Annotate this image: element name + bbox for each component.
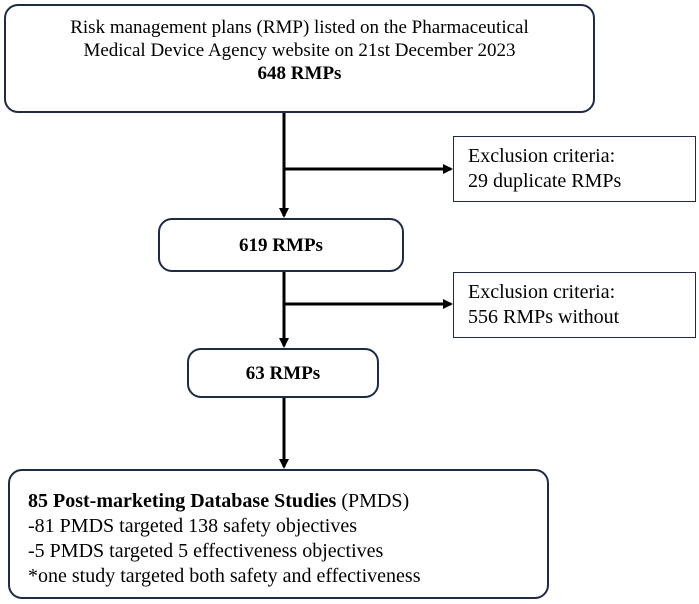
pmds-title-rest: (PMDS)	[336, 490, 410, 512]
pmds-title: 85 Post-marketing Database Studies (PMDS…	[28, 489, 547, 514]
box-63-rmps: 63 RMPs	[187, 348, 379, 398]
pmds-title-bold: 85 Post-marketing Database Studies	[28, 490, 337, 512]
source-line-2: Medical Device Agency website on 21st De…	[83, 40, 516, 61]
pmds-item: -81 PMDS targeted 138 safety objectives	[28, 515, 358, 537]
box-source-rmps: Risk management plans (RMP) listed on th…	[4, 4, 595, 113]
box-619-rmps: 619 RMPs	[158, 218, 404, 272]
exclusion-2-detail: 556 RMPs without	[468, 306, 620, 328]
count-619: 619 RMPs	[239, 235, 323, 256]
source-line-1: Risk management plans (RMP) listed on th…	[70, 17, 529, 38]
exclusion-1-detail: 29 duplicate RMPs	[468, 170, 622, 192]
box-exclusion-2: Exclusion criteria: 556 RMPs without	[453, 272, 696, 338]
box-exclusion-1: Exclusion criteria: 29 duplicate RMPs	[453, 136, 696, 202]
pmds-item: *one study targeted both safety and effe…	[28, 565, 421, 587]
exclusion-1-label: Exclusion criteria:	[468, 145, 616, 167]
source-count: 648 RMPs	[257, 63, 342, 84]
count-63: 63 RMPs	[245, 363, 321, 384]
exclusion-2-label: Exclusion criteria:	[468, 281, 616, 303]
box-pmds-studies: 85 Post-marketing Database Studies (PMDS…	[8, 469, 549, 599]
pmds-item: -5 PMDS targeted 5 effectiveness objecti…	[28, 540, 384, 562]
